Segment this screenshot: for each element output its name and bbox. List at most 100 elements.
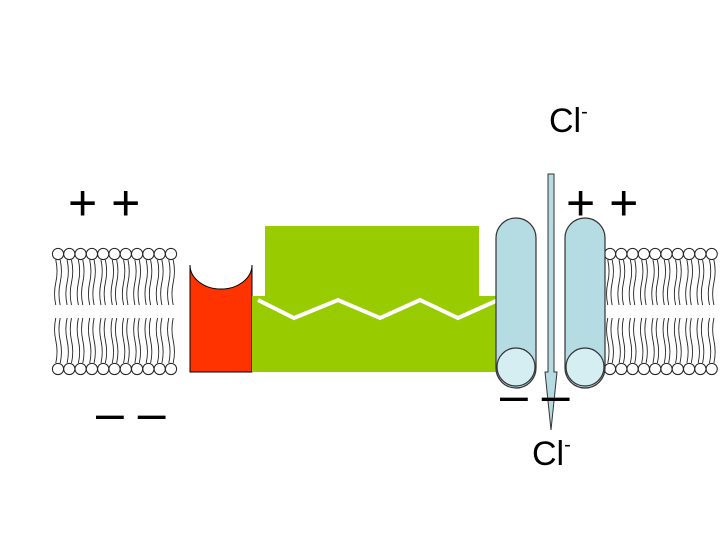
lipid-head [637, 362, 651, 376]
lipid-tail [92, 317, 96, 364]
lipid-tail [144, 317, 148, 364]
lipid-tail [606, 317, 610, 364]
lipid-bilayer-left [51, 247, 178, 376]
lipid-tail [644, 259, 648, 306]
lipid-tail [171, 317, 175, 364]
lipid-head [705, 247, 718, 261]
lipid-head [74, 247, 87, 261]
lipid-tail [58, 259, 62, 306]
lipid-head [85, 247, 99, 261]
lipid-head [63, 362, 76, 376]
lipid-tail [700, 317, 705, 364]
lipid-tail [133, 259, 137, 306]
lipid-tail [610, 259, 614, 306]
lipid-tail [103, 317, 108, 364]
lipid-head [119, 247, 132, 261]
lipid-tail [58, 317, 62, 364]
lipid-tail [144, 259, 148, 306]
lipid-tail [137, 259, 141, 306]
lipid-tail [137, 317, 141, 364]
lipid-tail [640, 259, 644, 306]
lipid-tail [678, 259, 682, 306]
charge-outside-left: + + [68, 175, 140, 231]
lipid-head [153, 362, 166, 376]
lipid-tail [707, 259, 712, 306]
lipid-head [660, 362, 673, 376]
lipid-tail [167, 259, 171, 306]
lipid-head [108, 247, 121, 261]
lipid-tail [696, 317, 700, 364]
lipid-tail [76, 317, 81, 364]
lipid-head [164, 362, 178, 376]
lipid-tail [707, 317, 712, 364]
lipid-tail [662, 259, 666, 306]
charge-inside-left: – – [96, 385, 166, 441]
lipid-head [683, 362, 696, 376]
lipid-tail [617, 317, 621, 364]
lipid-tail [667, 317, 671, 364]
lipid-tail [160, 317, 164, 364]
lipid-head [671, 247, 684, 261]
lipid-head [164, 247, 178, 261]
ion-label-top: Cl- [549, 101, 588, 140]
lipid-tail [54, 317, 58, 364]
lipid-tail [65, 259, 69, 306]
lipid-tail [655, 317, 660, 364]
lipid-head [671, 362, 684, 376]
lipid-tail [103, 259, 108, 306]
lipid-tail [92, 259, 96, 306]
lipid-tail [110, 259, 114, 306]
lipid-head [615, 362, 628, 376]
lipid-tail [160, 259, 164, 306]
lipid-tail [69, 259, 74, 306]
red-receptor-protein [189, 264, 253, 373]
lipid-head [108, 362, 121, 376]
green-enzyme-protein [252, 226, 501, 372]
lipid-head [637, 247, 651, 261]
lipid-tail [667, 259, 671, 306]
lipid-head [660, 247, 673, 261]
lipid-tail [633, 259, 637, 306]
lipid-tail [115, 259, 119, 306]
lipid-head [97, 362, 110, 376]
lipid-head [142, 247, 155, 261]
lipid-head [615, 247, 628, 261]
lipid-tail [628, 259, 633, 306]
ion-flow-arrow [544, 173, 558, 431]
lipid-tail [81, 259, 85, 306]
lipid-tail [126, 317, 130, 364]
lipid-tail [76, 259, 81, 306]
lipid-tail [155, 317, 160, 364]
lipid-tail [81, 317, 85, 364]
lipid-head [153, 247, 166, 261]
lipid-head [131, 247, 144, 261]
lipid-head [97, 247, 110, 261]
lipid-head [51, 362, 65, 376]
lipid-head [119, 362, 132, 376]
lipid-tail [651, 317, 655, 364]
charge-outside-right: + + [566, 175, 638, 231]
lipid-tail [712, 317, 716, 364]
lipid-tail [99, 317, 103, 364]
lipid-tail [167, 317, 171, 364]
lipid-tail [121, 259, 126, 306]
lipid-tail [148, 259, 153, 306]
lipid-head [63, 247, 76, 261]
lipid-tail [88, 317, 92, 364]
lipid-head [705, 362, 718, 376]
lipid-tail [644, 317, 648, 364]
lipid-tail [651, 259, 655, 306]
lipid-bilayer-right [603, 247, 718, 376]
lipid-tail [155, 259, 160, 306]
lipid-tail [685, 317, 689, 364]
lipid-tail [640, 317, 644, 364]
lipid-tail [171, 259, 175, 306]
lipid-head [649, 247, 662, 261]
lipid-tail [673, 259, 678, 306]
lipid-tail [621, 317, 626, 364]
lipid-tail [696, 259, 700, 306]
lipid-head [649, 362, 662, 376]
lipid-head [85, 362, 99, 376]
lipid-tail [126, 259, 130, 306]
